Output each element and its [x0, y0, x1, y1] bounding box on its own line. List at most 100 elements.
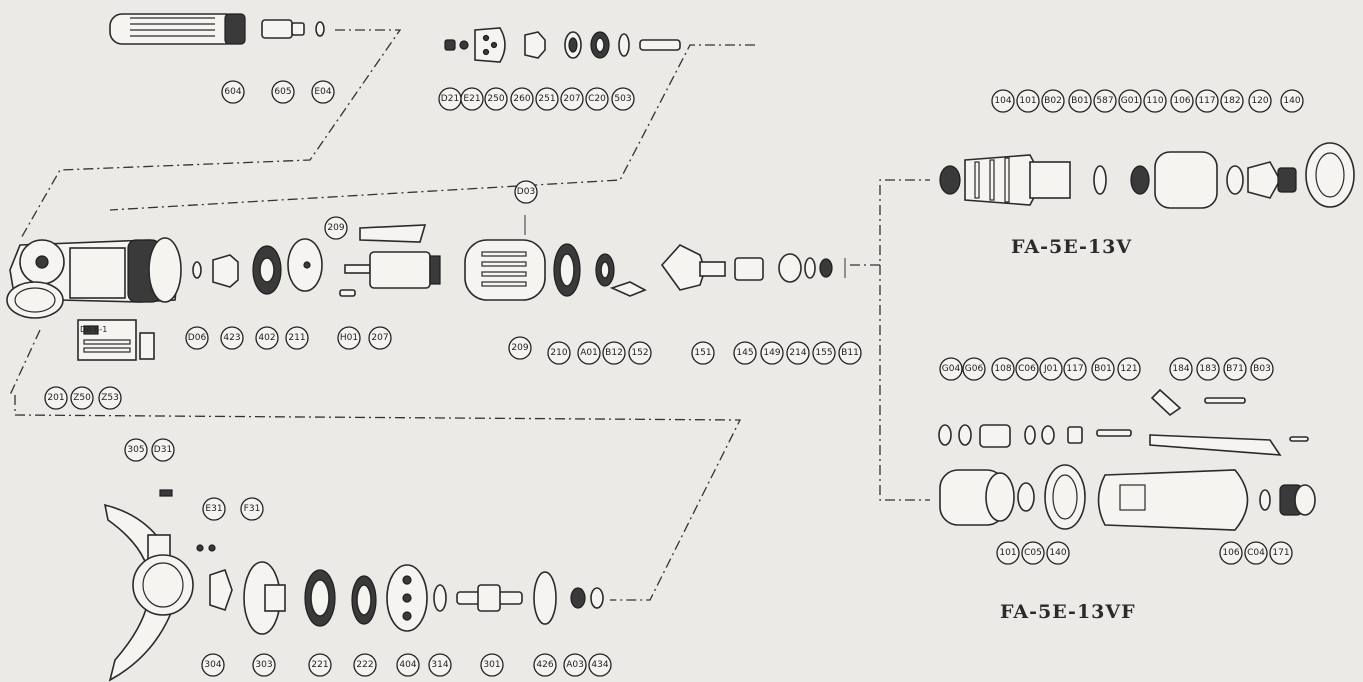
part-callout-b12: B12: [602, 341, 626, 365]
part-callout-z53: Z53: [98, 386, 122, 410]
part-number-label: 222: [356, 660, 373, 670]
part-callout-183: 183: [1196, 357, 1220, 381]
part-callout-605: 605: [271, 80, 295, 104]
part-number-label: 604: [224, 87, 241, 97]
part-number-label: B71: [1226, 364, 1244, 374]
part-callout-207: 207: [560, 87, 584, 111]
part-callout-106: 106: [1219, 541, 1243, 565]
part-number-label: Z50: [73, 393, 91, 403]
part-callout-140: 140: [1280, 89, 1304, 113]
part-callout-g06: G06: [962, 357, 986, 381]
part-callout-j01: J01: [1039, 357, 1063, 381]
part-callout-117: 117: [1063, 357, 1087, 381]
part-number-label: 152: [631, 348, 648, 358]
part-callout-e21: E21: [460, 87, 484, 111]
part-callout-214: 214: [786, 341, 810, 365]
model-title-fa-5e-13vf: FA-5E-13VF: [1000, 601, 1136, 623]
part-callout-c06: C06: [1015, 357, 1039, 381]
part-callout-145: 145: [733, 341, 757, 365]
part-number-label: 251: [538, 94, 555, 104]
part-callout-101: 101: [1016, 89, 1040, 113]
part-callout-101: 101: [996, 541, 1020, 565]
part-number-label: Z53: [101, 393, 119, 403]
part-callout-151: 151: [691, 341, 715, 365]
part-number-label: 121: [1120, 364, 1137, 374]
part-number-label: 182: [1223, 96, 1240, 106]
part-number-label: 260: [513, 94, 530, 104]
part-callout-251: 251: [535, 87, 559, 111]
part-number-label: B03: [1253, 364, 1271, 374]
part-number-label: 106: [1222, 548, 1239, 558]
part-number-label: 605: [274, 87, 291, 97]
part-number-label: 587: [1096, 96, 1113, 106]
part-callout-e31: E31: [202, 497, 226, 521]
part-callout-110: 110: [1143, 89, 1167, 113]
part-number-label: 207: [371, 333, 388, 343]
part-number-label: 305: [127, 445, 144, 455]
part-callout-h01: H01: [337, 326, 361, 350]
head-group-components: [103, 489, 604, 682]
part-number-label: 184: [1172, 364, 1189, 374]
part-callout-b71: B71: [1223, 357, 1247, 381]
part-callout-423: 423: [220, 326, 244, 350]
part-callout-314: 314: [428, 653, 452, 677]
part-callout-210: 210: [547, 341, 571, 365]
part-callout-b01: B01: [1091, 357, 1115, 381]
part-callout-604: 604: [221, 80, 245, 104]
part-callout-304: 304: [201, 653, 225, 677]
part-number-label: D03: [517, 187, 535, 197]
label-plate-text: DA-B-1: [80, 325, 108, 334]
part-number-label: 314: [431, 660, 448, 670]
part-number-label: 117: [1198, 96, 1215, 106]
part-number-label: D21: [441, 94, 459, 104]
part-number-label: C20: [588, 94, 606, 104]
handle-grip: [109, 13, 246, 45]
part-number-label: 106: [1173, 96, 1190, 106]
part-number-label: C05: [1024, 548, 1042, 558]
part-callout-b02: B02: [1041, 89, 1065, 113]
part-callout-587: 587: [1093, 89, 1117, 113]
part-callout-g04: G04: [939, 357, 963, 381]
part-callout-a01: A01: [577, 341, 601, 365]
part-number-label: G04: [942, 364, 961, 374]
part-callout-e04: E04: [311, 80, 335, 104]
part-number-label: 404: [399, 660, 416, 670]
part-number-label: D31: [154, 445, 172, 455]
part-callout-z50: Z50: [70, 386, 94, 410]
part-callout-209: 209: [508, 336, 532, 360]
part-number-label: 151: [694, 348, 711, 358]
part-callout-404: 404: [396, 653, 420, 677]
label-plate: [77, 319, 155, 361]
part-callout-155: 155: [812, 341, 836, 365]
part-number-label: 221: [311, 660, 328, 670]
part-callout-503: 503: [611, 87, 635, 111]
part-number-label: 503: [614, 94, 631, 104]
part-number-label: 117: [1066, 364, 1083, 374]
part-number-label: A01: [580, 348, 598, 358]
part-number-label: 110: [1146, 96, 1163, 106]
part-callout-b03: B03: [1250, 357, 1274, 381]
part-callout-182: 182: [1220, 89, 1244, 113]
part-callout-301: 301: [480, 653, 504, 677]
part-number-label: 183: [1199, 364, 1216, 374]
part-callout-250: 250: [484, 87, 508, 111]
part-number-label: B11: [841, 348, 859, 358]
part-callout-c05: C05: [1021, 541, 1045, 565]
part-callout-184: 184: [1169, 357, 1193, 381]
part-callout-211: 211: [285, 326, 309, 350]
part-number-label: E04: [314, 87, 331, 97]
part-callout-d03: D03: [514, 180, 538, 204]
washer-part: [315, 21, 325, 37]
part-number-label: J01: [1043, 364, 1058, 374]
part-number-label: H01: [340, 333, 358, 343]
part-callout-121: 121: [1117, 357, 1141, 381]
model-title-fa-5e-13v: FA-5E-13V: [1011, 236, 1133, 258]
part-number-label: 120: [1251, 96, 1268, 106]
part-callout-117: 117: [1195, 89, 1219, 113]
part-number-label: E21: [463, 94, 480, 104]
part-callout-149: 149: [760, 341, 784, 365]
part-number-label: 301: [483, 660, 500, 670]
part-callout-209: 209: [324, 216, 348, 240]
part-callout-222: 222: [353, 653, 377, 677]
